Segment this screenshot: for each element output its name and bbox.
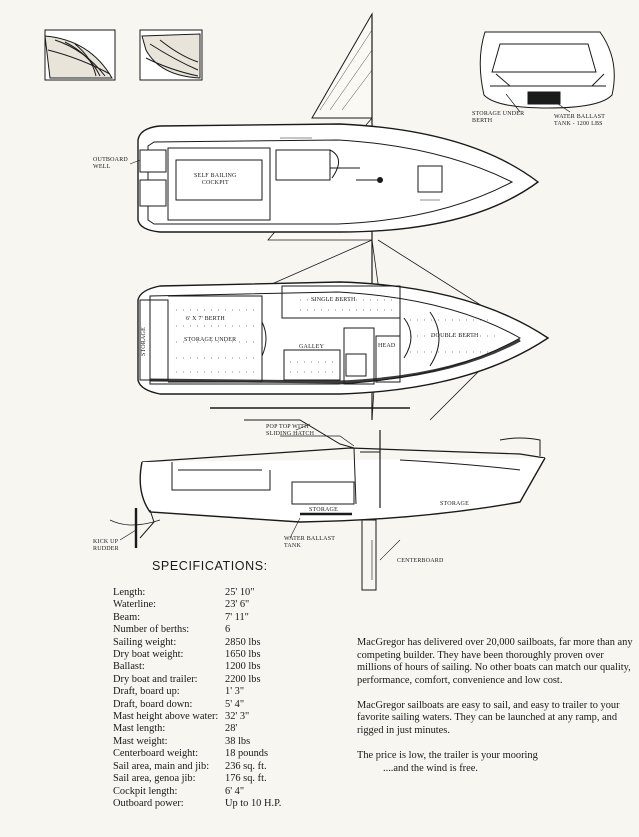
spec-row: Ballast: 1200 lbs	[113, 661, 281, 673]
spec-value: 28'	[225, 723, 238, 735]
spec-label: Mast length:	[113, 723, 166, 735]
label-storage-profile-bow: STORAGE	[440, 501, 469, 507]
spec-value: 1' 3"	[225, 686, 245, 698]
spec-label: Draft, board up:	[113, 686, 180, 698]
spec-label: Sailing weight:	[113, 636, 177, 648]
spec-row: Sail area, genoa jib: 176 sq. ft.	[113, 773, 281, 785]
spec-label: Beam:	[113, 611, 141, 623]
spec-value: 5' 4"	[225, 698, 245, 710]
spec-row: Centerboard weight: 18 pounds	[113, 748, 281, 760]
label-double-berth: DOUBLE BERTH	[431, 333, 479, 339]
interior-plan-diagram	[137, 281, 550, 395]
hull-section-sketch-right	[139, 29, 203, 81]
spec-value: 1650 lbs	[225, 649, 261, 661]
spec-label: Draft, board down:	[113, 698, 193, 710]
spec-label: Centerboard weight:	[113, 748, 199, 760]
spec-value: 2850 lbs	[225, 636, 261, 648]
deck-plan-diagram	[137, 123, 540, 233]
label-head: HEAD	[378, 343, 396, 349]
spec-value: Up to 10 H.P.	[225, 797, 282, 809]
label-single-berth: SINGLE BERTH	[311, 297, 356, 303]
spec-value: 18 pounds	[225, 748, 269, 760]
spec-label: Length:	[113, 587, 146, 598]
spec-row: Mast length: 28'	[113, 723, 281, 735]
spec-label: Waterline:	[113, 599, 157, 611]
spec-label: Mast weight:	[113, 735, 168, 747]
label-centerboard: CENTERBOARD	[397, 558, 444, 564]
spec-row: Mast weight: 38 lbs	[113, 736, 281, 748]
spec-value: 1200 lbs	[225, 661, 261, 673]
spec-row: Draft, board down: 5' 4"	[113, 699, 281, 711]
spec-value: 32' 3"	[225, 711, 250, 723]
specifications-table: Length: 25' 10" Waterline: 23' 6" Beam: 7' 11…	[113, 587, 281, 810]
spec-row: Mast height above water: 32' 3"	[113, 711, 281, 723]
hull-section-sketch-left	[44, 29, 116, 81]
profile-diagram	[109, 407, 546, 591]
spec-value: 2200 lbs	[225, 673, 261, 685]
spec-row: Beam: 7' 11"	[113, 612, 281, 624]
spec-label: Ballast:	[113, 661, 145, 673]
spec-label: Dry boat weight:	[113, 649, 184, 661]
spec-row: Draft, board up: 1' 3"	[113, 686, 281, 698]
spec-row: Waterline: 23' 6"	[113, 599, 281, 611]
spec-value: 7' 11"	[225, 611, 249, 623]
spec-value: 176 sq. ft.	[225, 773, 267, 785]
spec-value: 38 lbs	[225, 735, 251, 747]
label-storage-profile-mid: STORAGE	[309, 507, 338, 513]
spec-value: 6' 4"	[225, 785, 245, 797]
blurb-paragraph-3: The price is low, the trailer is your mo…	[357, 750, 633, 775]
spec-value: 236 sq. ft.	[225, 760, 267, 772]
spec-label: Number of berths:	[113, 624, 190, 636]
label-6x7-berth: 6' X 7' BERTH	[186, 316, 225, 322]
spec-value: 23' 6"	[225, 599, 250, 611]
spec-row: Outboard power: Up to 10 H.P.	[113, 798, 281, 810]
label-storage-side: STORAGE	[141, 327, 147, 356]
spec-row: Length: 25' 10"	[113, 587, 281, 599]
spec-row: Dry boat weight: 1650 lbs	[113, 649, 281, 661]
spec-row: Sailing weight: 2850 lbs	[113, 637, 281, 649]
blurb-paragraph-2: MacGregor sailboats are easy to sail, an…	[357, 699, 620, 736]
blurb-line-wind: ....and the wind is free.	[383, 762, 478, 774]
spec-row: Cockpit length: 6' 4"	[113, 786, 281, 798]
blurb-paragraph-1: MacGregor has delivered over 20,000 sail…	[357, 637, 633, 686]
spec-label: Mast height above water:	[113, 711, 219, 723]
specifications-heading: SPECIFICATIONS:	[152, 559, 268, 573]
spec-label: Cockpit length:	[113, 785, 178, 797]
spec-value: 6	[225, 624, 231, 636]
label-storage-under: STORAGE UNDER	[184, 337, 237, 343]
spec-row: Number of berths: 6	[113, 624, 281, 636]
spec-label: Sail area, main and jib:	[113, 760, 210, 772]
label-galley: GALLEY	[299, 344, 325, 350]
spec-label: Dry boat and trailer:	[113, 673, 198, 685]
spec-label: Sail area, genoa jib:	[113, 773, 196, 785]
cross-section-diagram	[479, 31, 615, 113]
spec-value: 25' 10"	[225, 587, 255, 598]
spec-row: Sail area, main and jib: 236 sq. ft.	[113, 761, 281, 773]
blurb-line-price: The price is low, the trailer is your mo…	[357, 749, 538, 761]
spec-row: Dry boat and trailer: 2200 lbs	[113, 674, 281, 686]
spec-label: Outboard power:	[113, 797, 184, 809]
marketing-text: MacGregor has delivered over 20,000 sail…	[357, 637, 633, 775]
